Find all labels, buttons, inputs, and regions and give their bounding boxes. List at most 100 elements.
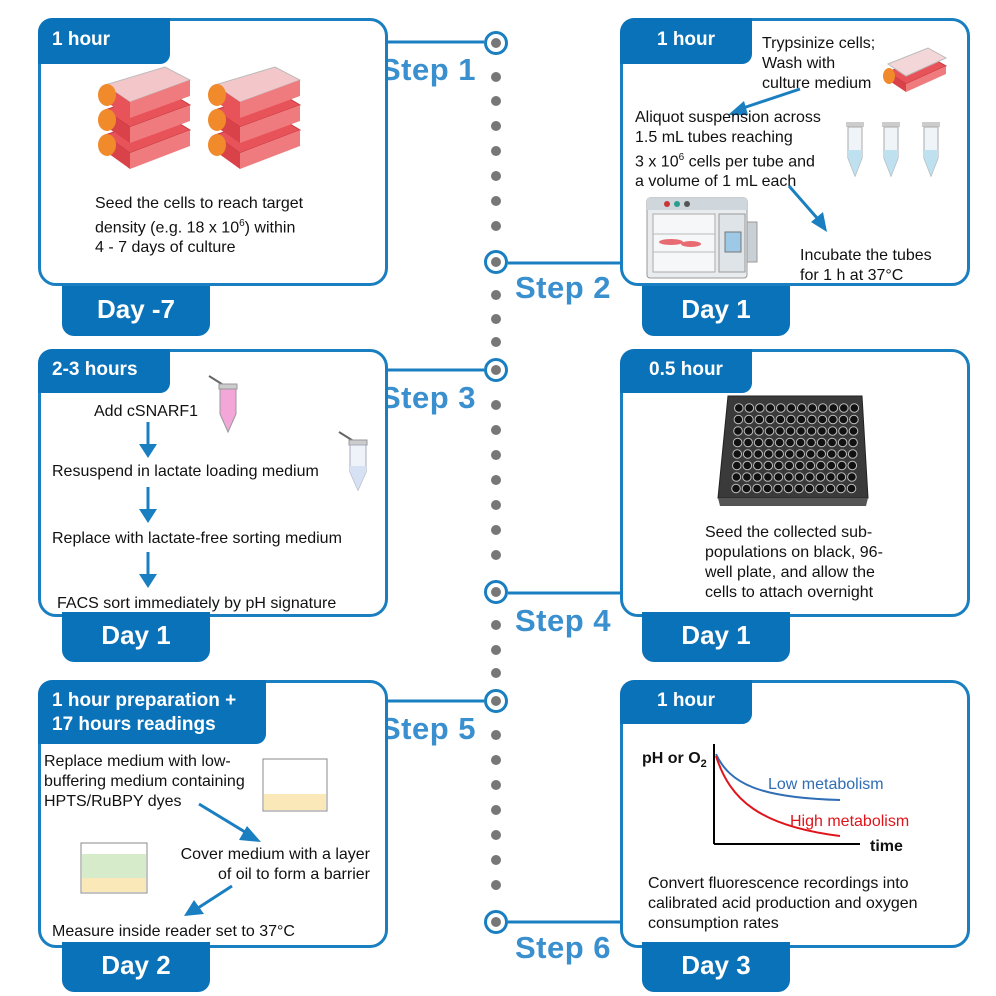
superscript: 6 bbox=[678, 152, 685, 163]
step-2-day: Day 1 bbox=[642, 286, 790, 336]
text-line: Seed the collected sub- bbox=[705, 524, 873, 541]
timeline-dot bbox=[491, 475, 501, 485]
well bbox=[817, 414, 828, 425]
high-metabolism-label: High metabolism bbox=[790, 813, 910, 830]
well bbox=[817, 426, 827, 436]
timeline-node-6 bbox=[484, 910, 508, 934]
well bbox=[773, 472, 784, 482]
well bbox=[827, 437, 837, 448]
well bbox=[826, 449, 837, 459]
text-line: buffering medium containing bbox=[44, 773, 245, 790]
well bbox=[827, 426, 838, 436]
duration-line: 17 hours readings bbox=[52, 713, 216, 735]
text-line: Seed the cells to reach target bbox=[95, 195, 304, 212]
well bbox=[848, 437, 858, 448]
timeline-dot bbox=[491, 314, 501, 324]
step-2-duration: 1 hour bbox=[620, 18, 752, 64]
well bbox=[743, 437, 753, 448]
timeline-dot bbox=[491, 96, 501, 106]
well bbox=[741, 483, 752, 494]
step-4-label: Step 4 bbox=[515, 603, 612, 638]
incubate-text: Incubate the tubes for 1 h at 37°C bbox=[800, 246, 950, 286]
cuvette-icon bbox=[262, 758, 328, 812]
well bbox=[804, 483, 815, 494]
well bbox=[774, 449, 784, 459]
step-3-duration: 2-3 hours bbox=[38, 349, 170, 393]
well bbox=[734, 403, 744, 413]
well bbox=[795, 460, 805, 471]
tube-icon bbox=[338, 431, 368, 492]
well bbox=[732, 437, 743, 448]
well bbox=[733, 414, 744, 425]
timeline-dot bbox=[491, 805, 501, 815]
well bbox=[785, 426, 796, 436]
timeline-dot bbox=[491, 730, 501, 740]
timeline-dot bbox=[491, 72, 501, 82]
well bbox=[752, 472, 763, 482]
flask-stack-icon bbox=[208, 66, 302, 169]
well bbox=[731, 472, 742, 482]
well bbox=[784, 460, 795, 471]
flow-step-4: FACS sort immediately by pH signature bbox=[57, 595, 337, 612]
cover-medium-text: Cover medium with a layer of oil to form… bbox=[160, 845, 370, 885]
high-metabolism-curve bbox=[715, 755, 841, 837]
well bbox=[847, 472, 857, 482]
well bbox=[775, 426, 785, 436]
text-line: 3 x 106 cells per tube and bbox=[635, 148, 855, 172]
well bbox=[807, 414, 817, 425]
timeline-dot bbox=[491, 121, 501, 131]
well bbox=[763, 460, 774, 471]
step-5-duration: 1 hour preparation + 17 hours readings bbox=[38, 680, 266, 744]
well bbox=[805, 449, 816, 459]
text-line: Cover medium with a layer bbox=[180, 846, 370, 863]
timeline-dot bbox=[491, 830, 501, 840]
well bbox=[795, 437, 806, 448]
arrow-icon bbox=[139, 487, 157, 523]
well bbox=[836, 483, 846, 494]
step-4-duration: 0.5 hour bbox=[620, 349, 752, 393]
well bbox=[818, 403, 828, 413]
step-5-label: Step 5 bbox=[380, 711, 477, 746]
well bbox=[765, 414, 775, 425]
well bbox=[784, 449, 795, 459]
well bbox=[837, 460, 847, 471]
replace-medium-text: Replace medium with low- buffering mediu… bbox=[44, 752, 274, 812]
well bbox=[828, 403, 839, 413]
well bbox=[826, 472, 836, 482]
well bbox=[742, 460, 753, 471]
text-line: culture medium bbox=[762, 75, 872, 92]
text-part: density (e.g. 18 x 10 bbox=[95, 219, 240, 237]
step-5-day: Day 2 bbox=[62, 942, 210, 992]
well bbox=[764, 437, 774, 448]
timeline-node-3 bbox=[484, 358, 508, 382]
low-metabolism-label: Low metabolism bbox=[768, 776, 884, 793]
step-1-day: Day -7 bbox=[62, 286, 210, 336]
step-1-label: Step 1 bbox=[380, 52, 477, 87]
timeline-dot bbox=[491, 755, 501, 765]
text-line: Aliquot suspension across bbox=[635, 109, 821, 126]
text-part: ) within bbox=[244, 219, 296, 237]
well bbox=[816, 449, 826, 459]
well bbox=[825, 483, 836, 494]
well bbox=[815, 472, 826, 482]
step-1-description: Seed the cells to reach target density (… bbox=[95, 194, 355, 258]
metabolism-plot bbox=[713, 744, 860, 845]
flow-step-3: Replace with lactate-free sorting medium bbox=[52, 530, 342, 547]
well bbox=[815, 483, 825, 494]
well bbox=[754, 414, 765, 425]
well bbox=[763, 472, 773, 482]
timeline-dot bbox=[491, 880, 501, 890]
cuvette-icon bbox=[80, 842, 148, 894]
timeline-dot bbox=[491, 171, 501, 181]
text-line: cells to attach overnight bbox=[705, 584, 874, 601]
step-6-duration: 1 hour bbox=[620, 680, 752, 724]
timeline-dot bbox=[491, 146, 501, 156]
text-line: of oil to form a barrier bbox=[217, 866, 370, 883]
trypsinize-text: Trypsinize cells; Wash with culture medi… bbox=[762, 34, 892, 94]
text-line: HPTS/RuBPY dyes bbox=[44, 793, 182, 810]
step-4-description: Seed the collected sub- populations on b… bbox=[705, 523, 915, 603]
arrow-icon bbox=[728, 87, 801, 115]
well bbox=[807, 403, 818, 413]
text-line: for 1 h at 37°C bbox=[800, 267, 904, 284]
well bbox=[752, 483, 762, 494]
